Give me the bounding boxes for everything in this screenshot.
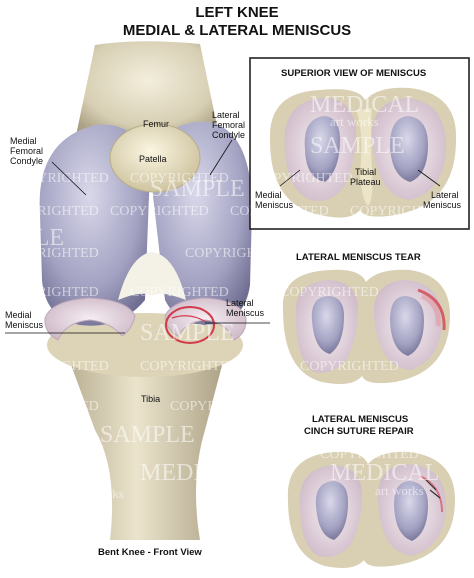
superior-view-heading: SUPERIOR VIEW OF MENISCUS <box>281 68 426 79</box>
watermark-medical: MEDICAL <box>140 460 249 486</box>
watermark-works: works <box>92 486 124 501</box>
watermark-art-works: art works <box>375 483 424 498</box>
watermark-copyrighted: COPYRIGHTED <box>254 171 353 186</box>
watermark-copyrighted: COPYRIGHTED <box>10 171 109 186</box>
repair-heading-line-2: CINCH SUTURE REPAIR <box>304 426 414 437</box>
label-lateral-femoral-condyle: Femoral <box>212 120 245 130</box>
watermark-copyrighted: COPYRIGHTED <box>10 359 109 374</box>
watermark-copyrighted: COPYRIGHTED <box>110 204 209 219</box>
watermark-cal: CAL <box>60 460 108 486</box>
watermark-copyrighted: COPYRIGHTED <box>140 359 239 374</box>
label-superior-medial-meniscus: Meniscus <box>255 200 294 210</box>
watermark-copyrighted: COPYRIGHTED <box>280 285 379 300</box>
watermark-medical: MEDICAL <box>310 92 419 118</box>
watermark-sample: SAMPLE <box>310 133 405 159</box>
superior-view-labels: SUPERIOR VIEW OF MENISCUS Tibial Plateau… <box>255 68 462 210</box>
label-patella: Patella <box>139 154 167 164</box>
watermark-sample: SAMPLE <box>140 320 235 346</box>
watermark-art-works: art works <box>330 114 379 129</box>
label-tibial-plateau: Tibial <box>355 167 376 177</box>
watermark-copyrighted: COPYRIGHTED <box>230 204 329 219</box>
tear-heading: LATERAL MENISCUS TEAR <box>296 252 421 263</box>
label-femur: Femur <box>143 119 169 129</box>
front-knee-illustration <box>39 41 252 540</box>
watermark-mple: MPLE <box>0 225 64 251</box>
watermark-copyrighted: COPYRIGHTED <box>300 359 399 374</box>
label-tibia: Tibia <box>141 394 160 404</box>
repair-view-illustration <box>287 451 455 568</box>
watermark-copyrighted: COPYRIGHTED <box>350 204 449 219</box>
label-superior-medial-meniscus: Medial <box>255 190 282 200</box>
label-superior-lateral-meniscus: Lateral <box>431 190 459 200</box>
watermark-copyrighted: COPYRIGHTED <box>130 171 229 186</box>
superior-view-illustration <box>269 87 457 218</box>
watermark: COPYRIGHTED COPYRIGHTED COPYRIGHTED COPY… <box>0 92 459 501</box>
label-tibial-plateau: Plateau <box>350 177 381 187</box>
watermark-sample: SAMPLE <box>100 422 195 448</box>
watermark-copyrighted: COPYRIGHTED <box>0 246 99 261</box>
label-lateral-femoral-condyle: Lateral <box>212 110 240 120</box>
label-medial-meniscus: Meniscus <box>5 320 44 330</box>
front-view-labels: Femur Patella Lateral Femoral Condyle Me… <box>5 110 265 558</box>
label-lateral-meniscus: Meniscus <box>226 308 265 318</box>
watermark-copyrighted: COPYRIGHTED <box>0 399 99 414</box>
front-view-caption: Bent Knee - Front View <box>98 547 202 558</box>
repair-heading-line-1: LATERAL MENISCUS <box>312 414 408 425</box>
label-medial-femoral-condyle: Medial <box>10 136 37 146</box>
watermark-copyrighted: COPYRIGHTED <box>185 246 284 261</box>
watermark-copyrighted: COPYRIGHTED <box>170 399 269 414</box>
label-medial-meniscus: Medial <box>5 310 32 320</box>
leader-lines <box>5 139 441 334</box>
watermark-copyrighted: COPYRIGHTED <box>360 399 459 414</box>
label-medial-femoral-condyle: Condyle <box>10 156 43 166</box>
watermark-sample: SAMPLE <box>150 176 245 202</box>
title-line-2: MEDIAL & LATERAL MENISCUS <box>122 22 352 39</box>
watermark-copyrighted: COPYRIGHTED <box>0 285 99 300</box>
tear-view-illustration <box>282 269 450 384</box>
label-superior-lateral-meniscus: Meniscus <box>423 200 462 210</box>
watermark-copyrighted: COPYRIGHTED <box>130 285 229 300</box>
label-lateral-femoral-condyle: Condyle <box>212 130 245 140</box>
watermark-copyrighted: COPYRIGHTED <box>0 204 99 219</box>
watermark-copyrighted: COPYRIGHTED <box>320 447 419 462</box>
watermark-medical: MEDICAL <box>330 460 439 486</box>
title-line-1: LEFT KNEE <box>195 4 279 21</box>
label-lateral-meniscus: Lateral <box>226 298 254 308</box>
label-medial-femoral-condyle: Femoral <box>10 146 43 156</box>
